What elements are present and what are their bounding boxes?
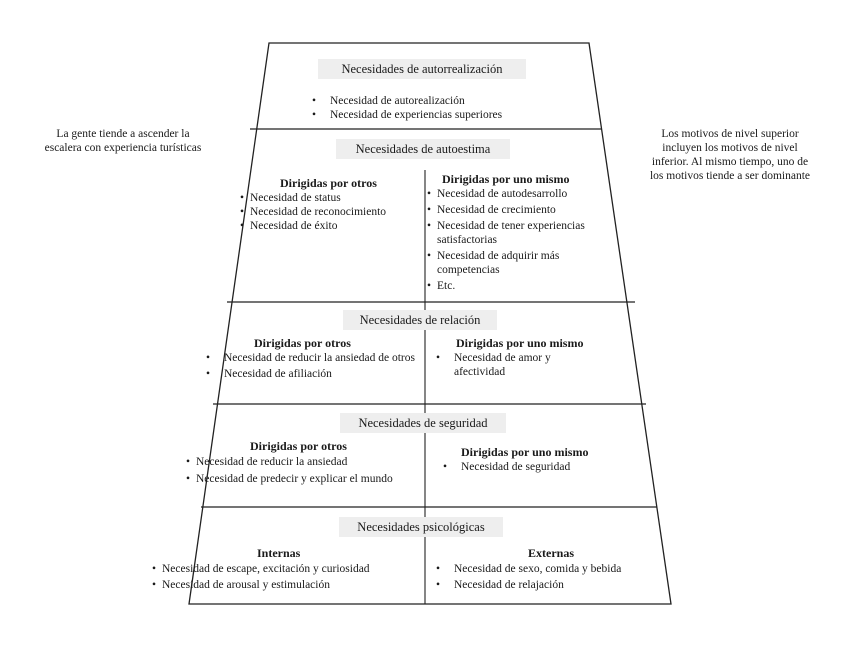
list-item: Necesidad de arousal y estimulación xyxy=(152,578,370,592)
relacion-right-head: Dirigidas por uno mismo xyxy=(456,336,584,350)
level-title-seguridad: Necesidades de seguridad xyxy=(340,413,506,433)
list-item: Necesidad de status xyxy=(240,191,386,205)
list-item: Necesidad de tener experiencias satisfac… xyxy=(427,219,605,247)
psicologicas-left-list: Necesidad de escape, excitación y curios… xyxy=(152,562,370,592)
right-note-line: incluyen los motivos de nivel xyxy=(662,142,798,154)
list-item: Necesidad de seguridad xyxy=(437,460,570,474)
seguridad-right-list: Necesidad de seguridad xyxy=(437,460,570,474)
seguridad-right-head: Dirigidas por uno mismo xyxy=(461,445,589,459)
relacion-right-list: Necesidad de amor y afectividad xyxy=(430,351,580,379)
seguridad-left-list: Necesidad de reducir la ansiedad Necesid… xyxy=(186,455,422,486)
list-item: Necesidad de sexo, comida y bebida xyxy=(430,562,621,576)
list-item: Necesidad de experiencias superiores xyxy=(306,108,502,122)
list-item: Necesidad de crecimiento xyxy=(427,203,607,217)
relacion-left-head: Dirigidas por otros xyxy=(254,336,351,350)
autoestima-left-head: Dirigidas por otros xyxy=(280,176,377,190)
list-item: Necesidad de predecir y explicar el mund… xyxy=(186,472,422,486)
level-title-relacion: Necesidades de relación xyxy=(343,310,497,330)
autorrealizacion-list: Necesidad de autorealización Necesidad d… xyxy=(306,94,502,122)
pyramid-outline xyxy=(188,42,672,605)
right-note: Los motivos de nivel superior incluyen l… xyxy=(625,127,835,183)
psicologicas-right-list: Necesidad de sexo, comida y bebida Neces… xyxy=(430,562,621,592)
seguridad-left-head: Dirigidas por otros xyxy=(250,439,347,453)
list-item: Etc. xyxy=(427,279,607,293)
level-title-autoestima: Necesidades de autoestima xyxy=(336,139,510,159)
autoestima-left-list: Necesidad de status Necesidad de reconoc… xyxy=(240,191,386,233)
list-item: Necesidad de reducir la ansiedad xyxy=(186,455,422,469)
right-note-line: inferior. Al mismo tiempo, uno de xyxy=(651,156,809,168)
list-item: Necesidad de afiliación xyxy=(200,367,422,381)
left-note: La gente tiende a ascender la escalera c… xyxy=(18,127,228,155)
psicologicas-left-head: Internas xyxy=(257,546,301,560)
list-item: Necesidad de autodesarrollo xyxy=(427,187,607,201)
right-note-line: Los motivos de nivel superior xyxy=(661,128,799,140)
psicologicas-right-head: Externas xyxy=(528,546,574,560)
list-item: Necesidad de reconocimiento xyxy=(240,205,386,219)
list-item: Necesidad de autorealización xyxy=(306,94,502,108)
autoestima-right-head: Dirigidas por uno mismo xyxy=(442,172,570,186)
list-item: Necesidad de reducir la ansiedad de otro… xyxy=(200,351,422,365)
level-title-psicologicas: Necesidades psicológicas xyxy=(339,517,503,537)
left-note-line: La gente tiende a ascender la xyxy=(56,128,190,140)
right-note-line: los motivos tiende a ser dominante xyxy=(649,170,810,182)
level-title-autorrealizacion: Necesidades de autorrealización xyxy=(318,59,526,79)
list-item: Necesidad de éxito xyxy=(240,219,386,233)
relacion-left-list: Necesidad de reducir la ansiedad de otro… xyxy=(200,351,422,381)
list-item: Necesidad de amor y afectividad xyxy=(430,351,580,379)
list-item: Necesidad de adquirir más competencias xyxy=(427,249,605,277)
left-note-line: escalera con experiencia turísticas xyxy=(44,142,202,154)
autoestima-right-list: Necesidad de autodesarrollo Necesidad de… xyxy=(427,187,607,293)
list-item: Necesidad de escape, excitación y curios… xyxy=(152,562,370,576)
list-item: Necesidad de relajación xyxy=(430,578,621,592)
